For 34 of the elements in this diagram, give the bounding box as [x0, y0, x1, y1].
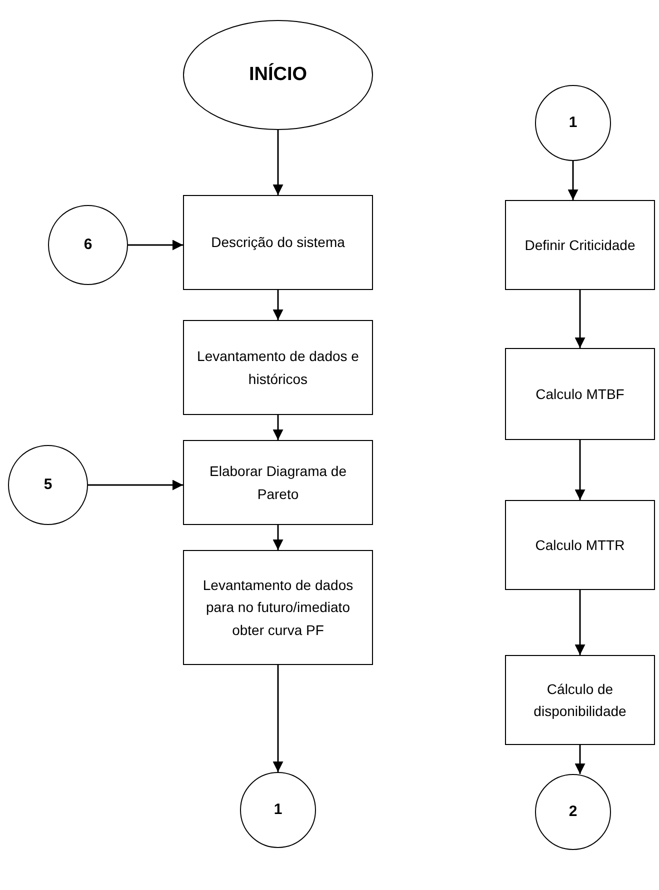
arrow	[272, 415, 284, 440]
node-label: Descrição do sistema	[210, 233, 346, 252]
arrow	[272, 130, 284, 195]
node-label: Cálculo de disponibilidade	[532, 680, 628, 721]
arrow	[128, 240, 183, 250]
node-label: Levantamento de dados para no futuro/imediato obter curva PF	[202, 576, 354, 640]
node-label: Calculo MTBF	[534, 384, 626, 404]
arrow	[272, 290, 284, 320]
node-label: Calculo MTTR	[534, 536, 626, 555]
arrow	[574, 290, 586, 348]
node-label: 5	[42, 475, 54, 495]
node-label: Levantamento de dados e históricos	[196, 347, 360, 388]
arrow	[272, 525, 284, 550]
process-box	[183, 195, 373, 290]
arrow	[88, 480, 183, 490]
node-label: Definir Criticidade	[524, 236, 636, 255]
node-label: Elaborar Diagrama de Pareto	[208, 462, 348, 504]
node-label: 1	[272, 800, 284, 820]
process-box	[505, 655, 655, 745]
process-box	[505, 500, 655, 590]
process-box	[505, 200, 655, 290]
node-label: 6	[82, 235, 94, 255]
arrow	[574, 440, 586, 500]
process-box	[183, 550, 373, 665]
arrow	[574, 590, 586, 655]
arrow	[574, 745, 586, 774]
arrow	[568, 161, 578, 200]
process-box	[183, 320, 373, 415]
process-box	[505, 348, 655, 440]
node-label: INÍCIO	[248, 62, 308, 87]
process-box	[183, 440, 373, 525]
arrow	[272, 665, 284, 772]
node-label: 2	[568, 802, 578, 822]
node-label: 1	[568, 113, 578, 133]
